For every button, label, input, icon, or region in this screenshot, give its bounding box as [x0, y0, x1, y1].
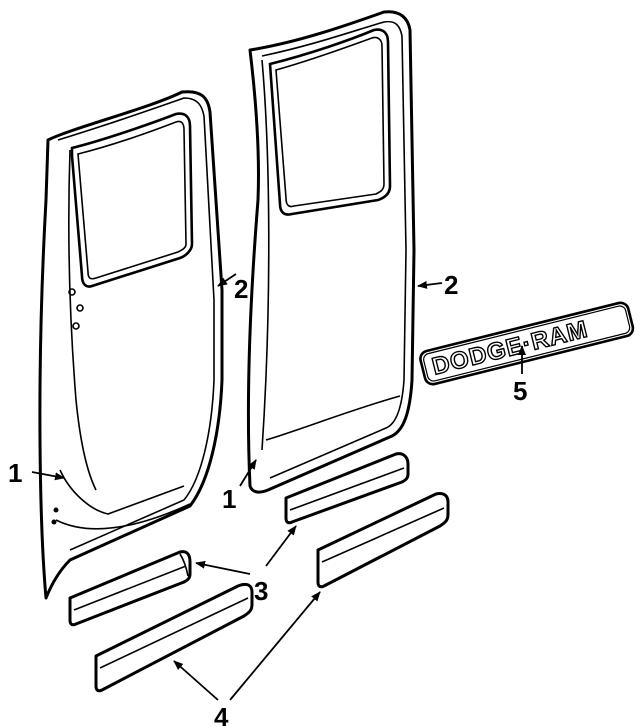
callout-1a: 1 — [8, 458, 22, 488]
right-lower-molding[interactable] — [316, 492, 450, 589]
leader-3a — [195, 560, 251, 575]
callout-3: 3 — [254, 576, 268, 606]
leader-4a — [173, 660, 219, 701]
leader-1a — [31, 471, 65, 481]
dodge-ram-emblem[interactable]: DODGE·RAM — [419, 301, 635, 386]
left-lower-molding[interactable] — [94, 582, 254, 693]
callout-5: 5 — [513, 376, 527, 406]
callout-1b: 1 — [222, 484, 236, 514]
callout-4: 4 — [214, 702, 229, 728]
leader-2b — [417, 280, 443, 289]
leader-3b — [265, 525, 297, 567]
leader-2a — [217, 273, 237, 287]
left-door-shell[interactable] — [38, 90, 224, 600]
leader-4b — [229, 591, 321, 701]
leader-1b — [239, 459, 257, 487]
callout-2a: 2 — [234, 274, 248, 304]
right-upper-molding[interactable] — [284, 452, 410, 525]
right-door-shell[interactable] — [246, 10, 416, 494]
left-upper-molding[interactable] — [68, 550, 192, 627]
callout-2b: 2 — [444, 270, 458, 300]
